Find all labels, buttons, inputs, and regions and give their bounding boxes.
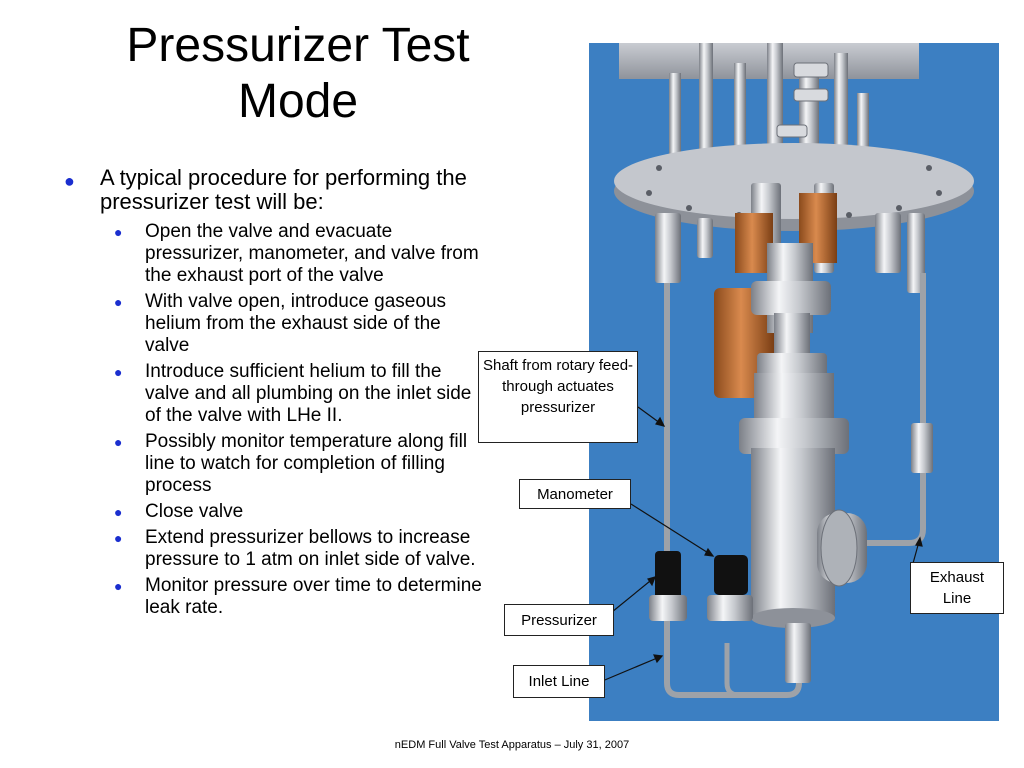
apparatus-render <box>589 43 999 721</box>
callout-inlet-line: Inlet Line <box>513 665 605 698</box>
sub-bullet: ● With valve open, introduce gaseous heli… <box>62 291 482 357</box>
bullet-dot-icon: ● <box>64 171 75 191</box>
callout-shaft: Shaft from rotary feed-through actuates … <box>478 351 638 443</box>
slide-title: Pressurizer Test Mode <box>126 19 470 128</box>
main-bullet: ● A typical procedure for performing the… <box>62 166 482 214</box>
sub-bullet: ● Monitor pressure over time to determine… <box>62 575 482 619</box>
sub-bullet-text: Monitor pressure over time to determine … <box>145 575 482 618</box>
bullet-list: ● A typical procedure for performing the… <box>62 166 482 623</box>
bullet-dot-icon: ● <box>114 530 123 546</box>
sub-bullet: ● Close valve <box>62 501 482 523</box>
bullet-dot-icon: ● <box>114 294 123 310</box>
sub-bullet: ● Open the valve and evacuate pressurizer… <box>62 221 482 287</box>
callout-pressurizer-text: Pressurizer <box>521 612 597 629</box>
bullet-dot-icon: ● <box>114 504 123 520</box>
sub-bullet-text: Extend pressurizer bellows to increase p… <box>145 527 476 570</box>
callout-inlet-line-text: Inlet Line <box>528 673 590 690</box>
apparatus-illustration <box>614 43 974 698</box>
bullet-dot-icon: ● <box>114 578 123 594</box>
sub-bullet-text: Open the valve and evacuate pressurizer,… <box>145 221 479 286</box>
bullet-dot-icon: ● <box>114 224 123 240</box>
sub-bullet-text: With valve open, introduce gaseous heliu… <box>145 291 447 356</box>
callout-shaft-text: Shaft from rotary feed-through actuates … <box>482 357 634 416</box>
callout-manometer: Manometer <box>519 479 631 509</box>
sub-bullet-text: Possibly monitor temperature along fill … <box>145 431 468 496</box>
callout-exhaust-line: Exhaust Line <box>910 562 1004 614</box>
sub-bullet: ● Introduce sufficient helium to fill the… <box>62 361 482 427</box>
callout-pressurizer: Pressurizer <box>504 604 614 636</box>
sub-bullet-text: Introduce sufficient helium to fill the … <box>145 361 472 426</box>
bullet-dot-icon: ● <box>114 364 123 380</box>
sub-bullet-text: Close valve <box>145 501 244 522</box>
bullet-dot-icon: ● <box>114 434 123 450</box>
main-bullet-text: A typical procedure for performing the p… <box>100 165 467 214</box>
sub-bullet: ● Possibly monitor temperature along fill… <box>62 431 482 497</box>
sub-bullet: ● Extend pressurizer bellows to increase … <box>62 527 482 571</box>
slide-footer: nEDM Full Valve Test Apparatus – July 31… <box>394 739 630 751</box>
callout-manometer-text: Manometer <box>537 486 613 503</box>
callout-exhaust-line-text: Exhaust Line <box>929 569 985 607</box>
sub-bullet-list: ● Open the valve and evacuate pressurizer… <box>62 221 482 619</box>
